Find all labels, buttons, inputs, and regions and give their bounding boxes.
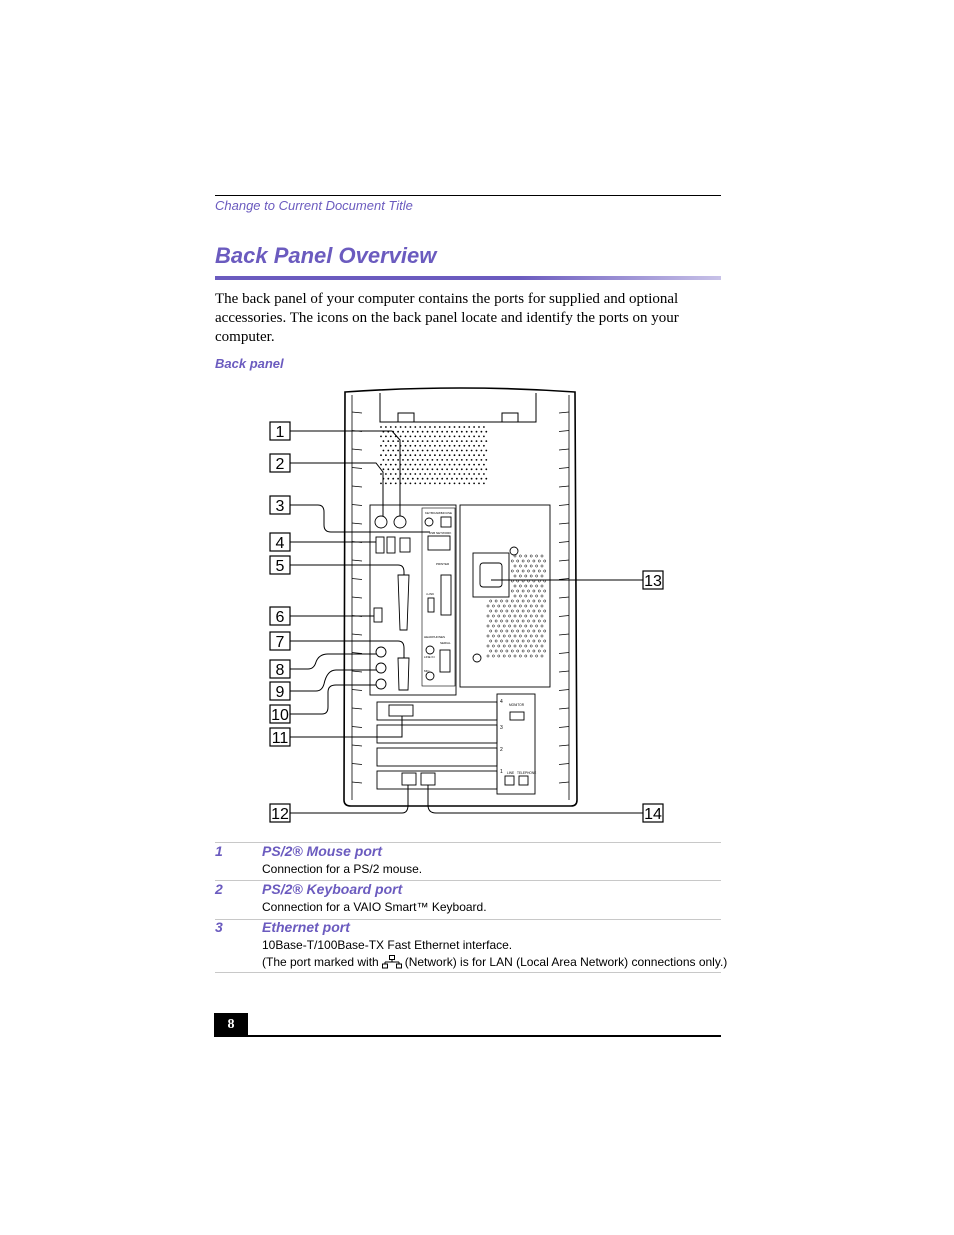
case-vent-ticks <box>351 411 570 784</box>
header-rule <box>215 195 721 196</box>
svg-text:6: 6 <box>276 609 285 626</box>
item-description-note: (The port marked with (Network) is for LA… <box>262 954 727 971</box>
label-headphones: HEADPHONES <box>424 635 445 639</box>
svg-text:14: 14 <box>644 806 662 823</box>
callout-5: 5 <box>269 555 291 575</box>
slot-number-1: 1 <box>500 769 503 775</box>
svg-text:1: 1 <box>276 424 285 441</box>
svg-text:2: 2 <box>276 456 285 473</box>
callout-14: 14 <box>642 803 664 823</box>
svg-text:5: 5 <box>276 558 285 575</box>
svg-text:13: 13 <box>644 573 662 590</box>
callout-8: 8 <box>269 659 291 679</box>
callout-12: 12 <box>269 803 291 823</box>
svg-text:11: 11 <box>272 730 289 747</box>
note-text-before: (The port marked with <box>262 955 379 969</box>
slot-number-3: 3 <box>500 725 503 731</box>
svg-text:4: 4 <box>276 535 285 552</box>
label-mouse: MOUSE <box>441 511 452 515</box>
item-number: 2 <box>215 881 223 897</box>
footer-rule <box>215 1035 721 1037</box>
figure-caption: Back panel <box>215 356 284 371</box>
item-divider <box>215 880 721 881</box>
item-title: PS/2® Keyboard port <box>262 881 403 897</box>
back-panel-diagram: KEYBOARD MOUSE USB NETWORK PRINTER i.LIN… <box>269 387 664 823</box>
network-icon <box>381 955 402 969</box>
slot-number-4: 4 <box>500 699 503 705</box>
label-ilink: i.LINK <box>426 592 434 596</box>
title-underline <box>215 276 721 280</box>
item-divider <box>215 972 721 973</box>
item-divider <box>215 919 721 920</box>
callout-6: 6 <box>269 606 291 626</box>
callout-11: 11 <box>269 727 291 747</box>
label-printer: PRINTER <box>436 562 450 566</box>
page-number: 8 <box>214 1013 248 1037</box>
label-telephone: TELEPHONE <box>517 771 536 775</box>
callout-10: 10 <box>269 704 291 724</box>
page-title: Back Panel Overview <box>215 243 437 268</box>
label-usb-network: USB NETWORK <box>429 531 451 535</box>
svg-text:12: 12 <box>271 806 289 823</box>
intro-paragraph: The back panel of your computer contains… <box>215 291 679 345</box>
item-divider <box>215 842 721 843</box>
note-text-after: (Network) is for LAN (Local Area Network… <box>404 955 728 969</box>
callout-3: 3 <box>269 495 291 515</box>
item-description: 10Base-T/100Base-TX Fast Ethernet interf… <box>262 938 513 952</box>
slot-number-2: 2 <box>500 747 503 753</box>
svg-text:3: 3 <box>276 498 285 515</box>
label-line: LINE <box>507 771 514 775</box>
callout-13: 13 <box>642 570 664 590</box>
callout-4: 4 <box>269 532 291 552</box>
svg-text:10: 10 <box>271 707 289 724</box>
item-number: 3 <box>215 919 223 935</box>
item-title: Ethernet port <box>262 919 350 935</box>
label-serial: SERIAL <box>440 641 451 645</box>
psu-vent-grille <box>486 554 547 658</box>
item-description: Connection for a VAIO Smart™ Keyboard. <box>262 900 487 914</box>
label-keyboard: KEYBOARD <box>425 511 443 515</box>
callout-7: 7 <box>269 631 291 651</box>
svg-text:9: 9 <box>276 684 285 701</box>
item-number: 1 <box>215 843 223 859</box>
label-mic: MIC <box>424 669 430 673</box>
item-description: Connection for a PS/2 mouse. <box>262 862 423 876</box>
svg-text:8: 8 <box>276 662 285 679</box>
top-vent-grille <box>380 426 488 485</box>
callout-9: 9 <box>269 681 291 701</box>
svg-text:7: 7 <box>276 634 285 651</box>
callout-1: 1 <box>269 421 291 441</box>
running-header: Change to Current Document Title <box>215 198 413 213</box>
item-title: PS/2® Mouse port <box>262 843 382 859</box>
label-monitor: MONITOR <box>509 703 525 707</box>
callout-2: 2 <box>269 453 291 473</box>
label-line-in: LINE IN <box>424 655 435 659</box>
